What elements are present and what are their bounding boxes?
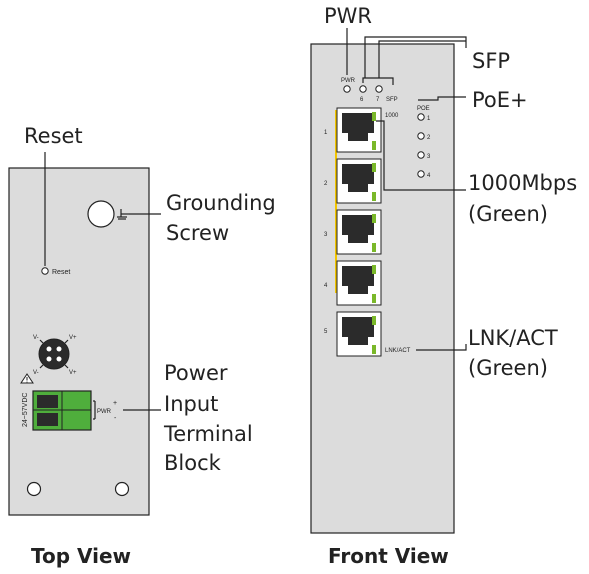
pwr-terminal-label: PWR — [97, 409, 112, 415]
dc-connector — [38, 338, 70, 370]
port-number-1: 1 — [324, 130, 328, 136]
poe-callout-label: PoE+ — [472, 88, 528, 112]
rj45-port-2 — [336, 158, 382, 204]
mount-hole-right — [114, 481, 130, 497]
poe-panel-label: POE — [417, 106, 430, 112]
rj45-port-4 — [336, 260, 382, 306]
port-number-5: 5 — [324, 329, 328, 335]
speed-callout-2: (Green) — [468, 202, 548, 226]
speed-panel-label: 1000 — [385, 113, 399, 119]
power-label-2: Input — [164, 392, 218, 416]
pwr-led — [343, 85, 351, 93]
led-7-label: 7 — [376, 97, 380, 103]
warning-icon — [20, 373, 34, 384]
v-plus-label-1: V+ — [69, 335, 77, 341]
lnk-callout-2: (Green) — [468, 356, 548, 380]
terminal-minus: - — [114, 415, 117, 422]
grounding-label-1: Grounding — [166, 191, 276, 215]
top-view-title: Top View — [31, 544, 131, 568]
led-6 — [359, 85, 367, 93]
power-label-3: Terminal — [163, 422, 253, 446]
rj45-port-1 — [336, 107, 382, 153]
grounding-label-2: Screw — [166, 221, 229, 245]
port-number-3: 3 — [324, 232, 328, 238]
rj45-port-3 — [336, 209, 382, 255]
speed-callout-1: 1000Mbps — [468, 171, 577, 195]
sfp-led-label: SFP — [386, 97, 398, 103]
poe-port-3: 3 — [427, 154, 431, 160]
grounding-screw — [87, 200, 115, 228]
lnk-panel-label: LNK/ACT — [385, 348, 411, 354]
front-view-panel — [310, 43, 455, 534]
v-minus-label-2: V- — [33, 370, 39, 376]
led-6-label: 6 — [360, 97, 364, 103]
lnk-callout-1: LNK/ACT — [468, 326, 558, 350]
reset-panel-label: Reset — [52, 269, 70, 276]
port-number-2: 2 — [324, 181, 328, 187]
poe-leds — [417, 113, 425, 178]
v-minus-label-1: V- — [33, 335, 39, 341]
power-label-4: Block — [164, 451, 222, 475]
terminal-plus: + — [113, 400, 117, 407]
poe-port-4: 4 — [427, 173, 431, 179]
v-plus-label-2: V+ — [69, 370, 77, 376]
poe-port-1: 1 — [427, 116, 431, 122]
pwr-callout-label: PWR — [324, 4, 372, 28]
top-view-panel — [8, 167, 150, 516]
led-7 — [375, 85, 383, 93]
mount-hole-left — [26, 481, 42, 497]
power-label-1: Power — [164, 361, 228, 385]
sfp-callout-label: SFP — [472, 49, 510, 73]
rj45-port-5 — [336, 311, 382, 357]
port-number-4: 4 — [324, 283, 328, 289]
power-terminal-block — [32, 390, 92, 431]
ground-symbol-icon — [117, 209, 129, 220]
pwr-led-label: PWR — [341, 78, 356, 84]
voltage-label: 24~57VDC — [22, 393, 29, 427]
poe-port-2: 2 — [427, 135, 431, 141]
reset-callout-label: Reset — [24, 124, 83, 148]
reset-button — [41, 267, 49, 275]
front-view-title: Front View — [328, 544, 449, 568]
